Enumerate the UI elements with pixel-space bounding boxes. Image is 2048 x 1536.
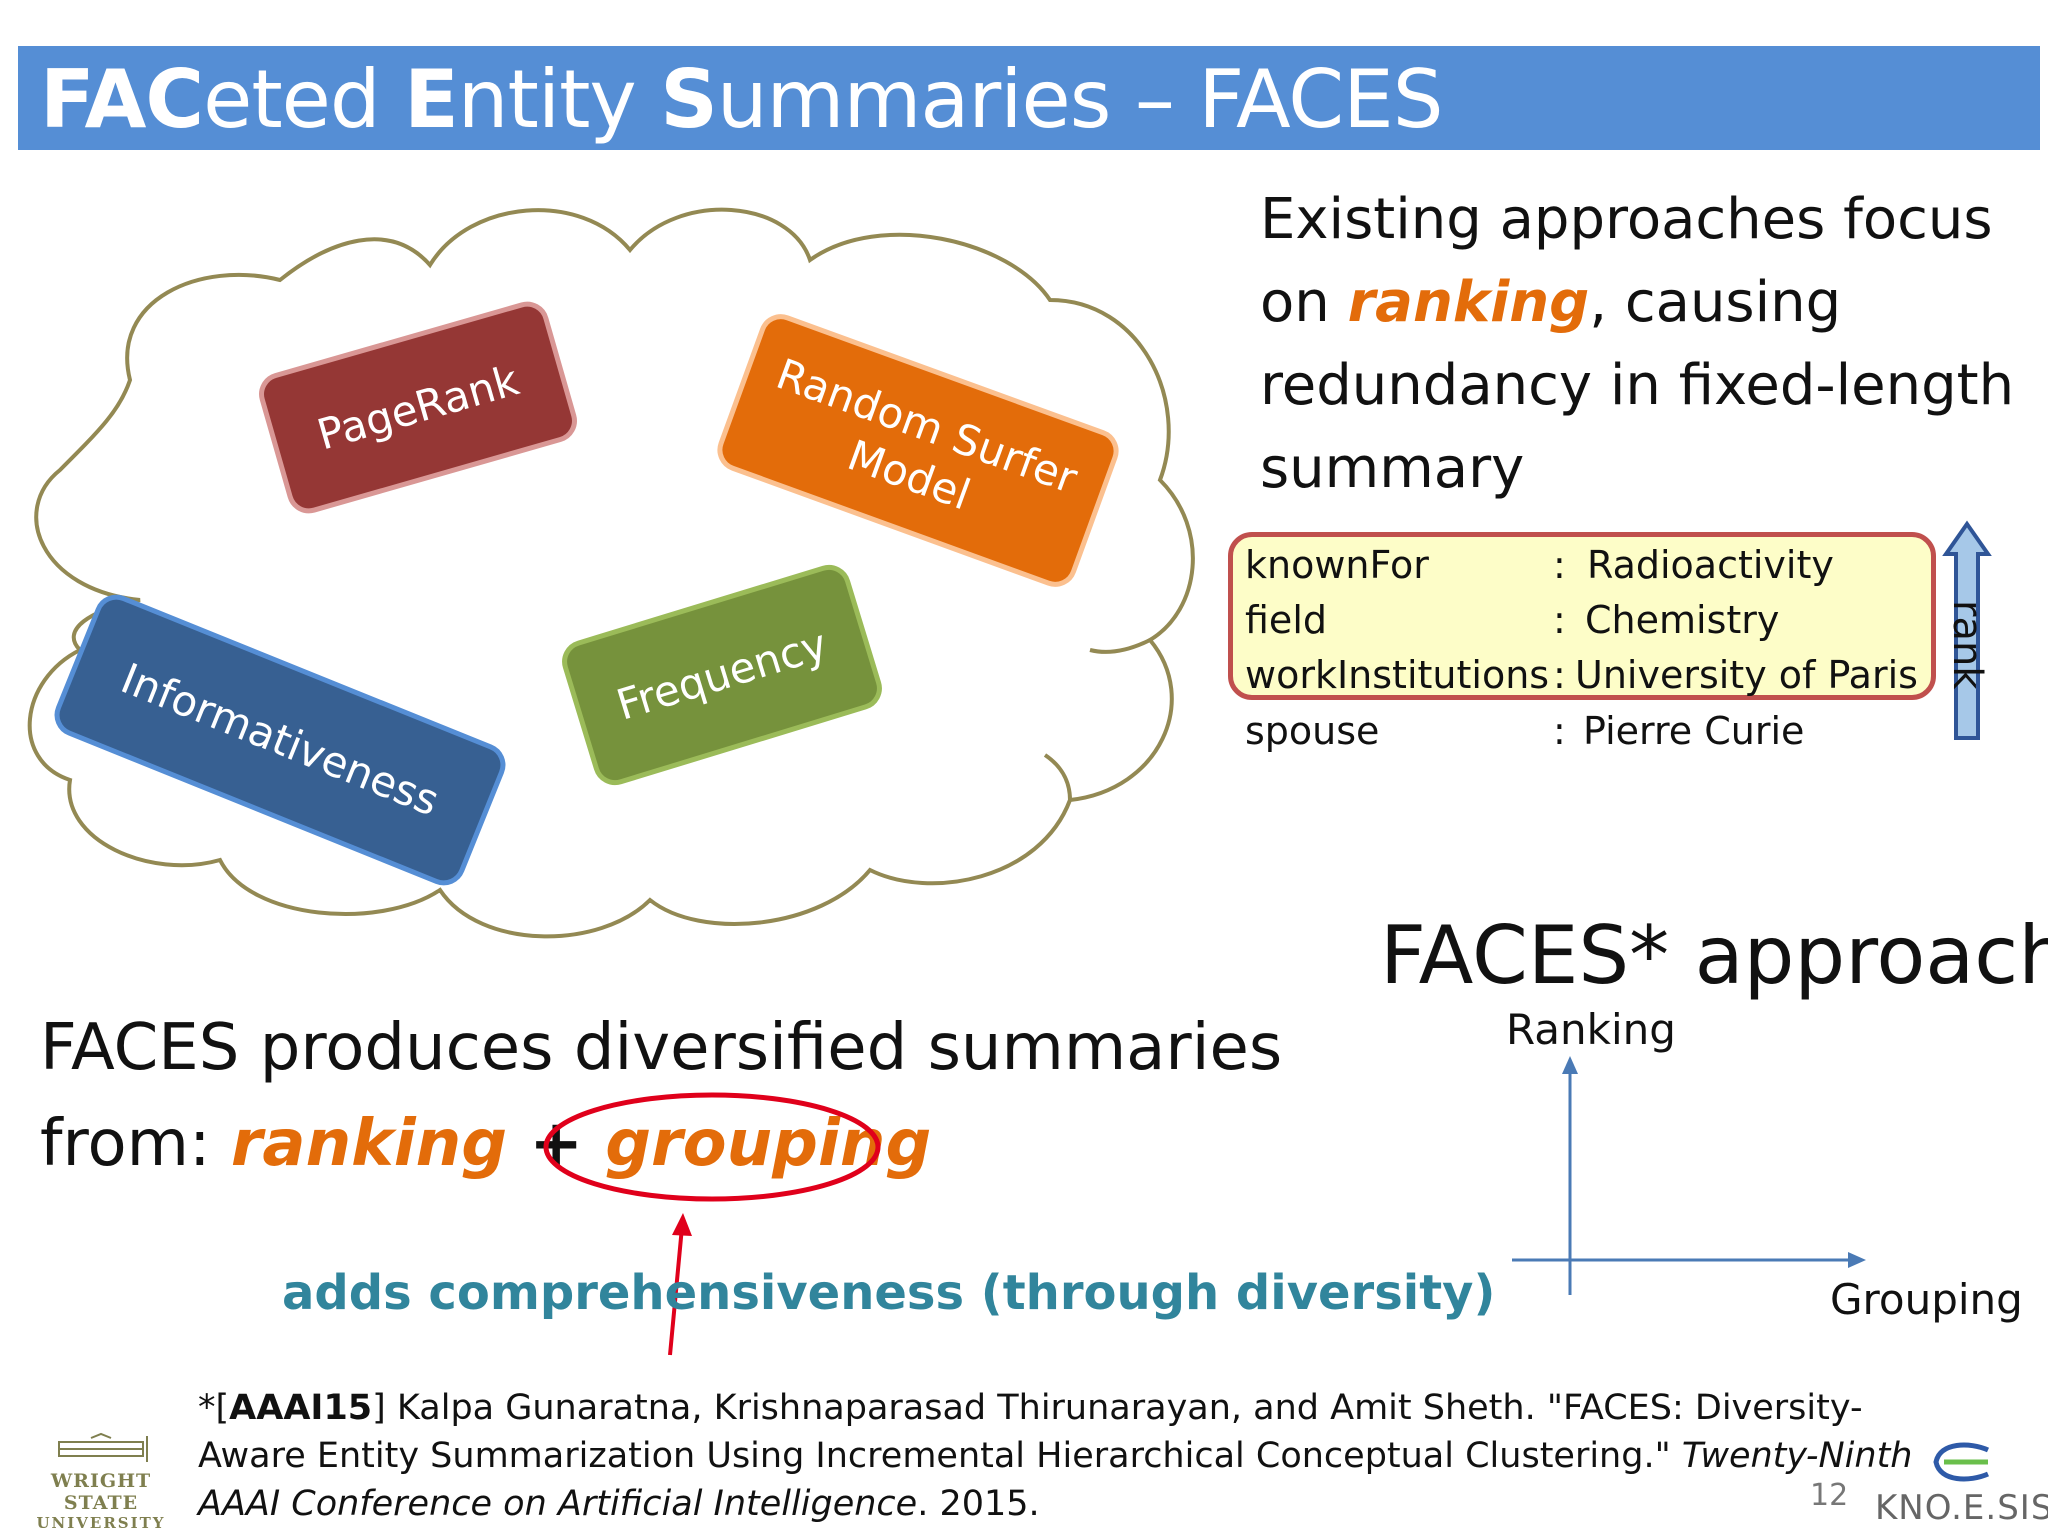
fact-value: Radioactivity [1587,543,1834,587]
grouping-circle-annotation [543,1092,881,1356]
fact-separator: : [1553,653,1566,697]
fact-value: University of Paris [1575,653,1918,697]
slide-title: FACeted Entity Summaries – FACES [40,53,1443,146]
wright-state-emblem-icon [58,1432,148,1462]
fact-key: workInstitutions [1245,653,1550,697]
existing-approaches-text: Existing approaches focus on ranking, ca… [1260,187,2015,501]
title-bar [18,46,2040,150]
wright-state-logo: WRIGHT STATE UNIVERSITY [22,1432,180,1532]
fact-separator: : [1553,709,1566,753]
rank-up-arrow-icon [1942,520,1992,740]
fact-key: spouse [1245,709,1380,753]
fact-separator: : [1553,543,1566,587]
fact-key: knownFor [1245,543,1429,587]
page-number: 12 [1810,1478,1849,1513]
citation: *[AAAI15] Kalpa Gunaratna, Krishnaparasa… [198,1388,1913,1524]
adds-comprehensiveness-note: adds comprehensiveness (through diversit… [282,1265,1496,1321]
faces-approach-title: FACES* approach [1380,909,2048,1002]
rank-label: rank [1944,600,1990,690]
knoesis-logo-icon [1933,1442,1990,1482]
knoesis-wordmark: KNO.E.SIS [1875,1488,2048,1528]
fact-value: Chemistry [1585,598,1780,642]
ranking-grouping-axes [1512,1056,1866,1295]
fact-value: Pierre Curie [1583,709,1805,753]
top-ranked-facts-box [1228,532,1936,700]
fact-separator: : [1553,598,1566,642]
fact-key: field [1245,598,1327,642]
ranking-axis-label: Ranking [1506,1005,1676,1054]
grouping-axis-label: Grouping [1830,1275,2023,1324]
